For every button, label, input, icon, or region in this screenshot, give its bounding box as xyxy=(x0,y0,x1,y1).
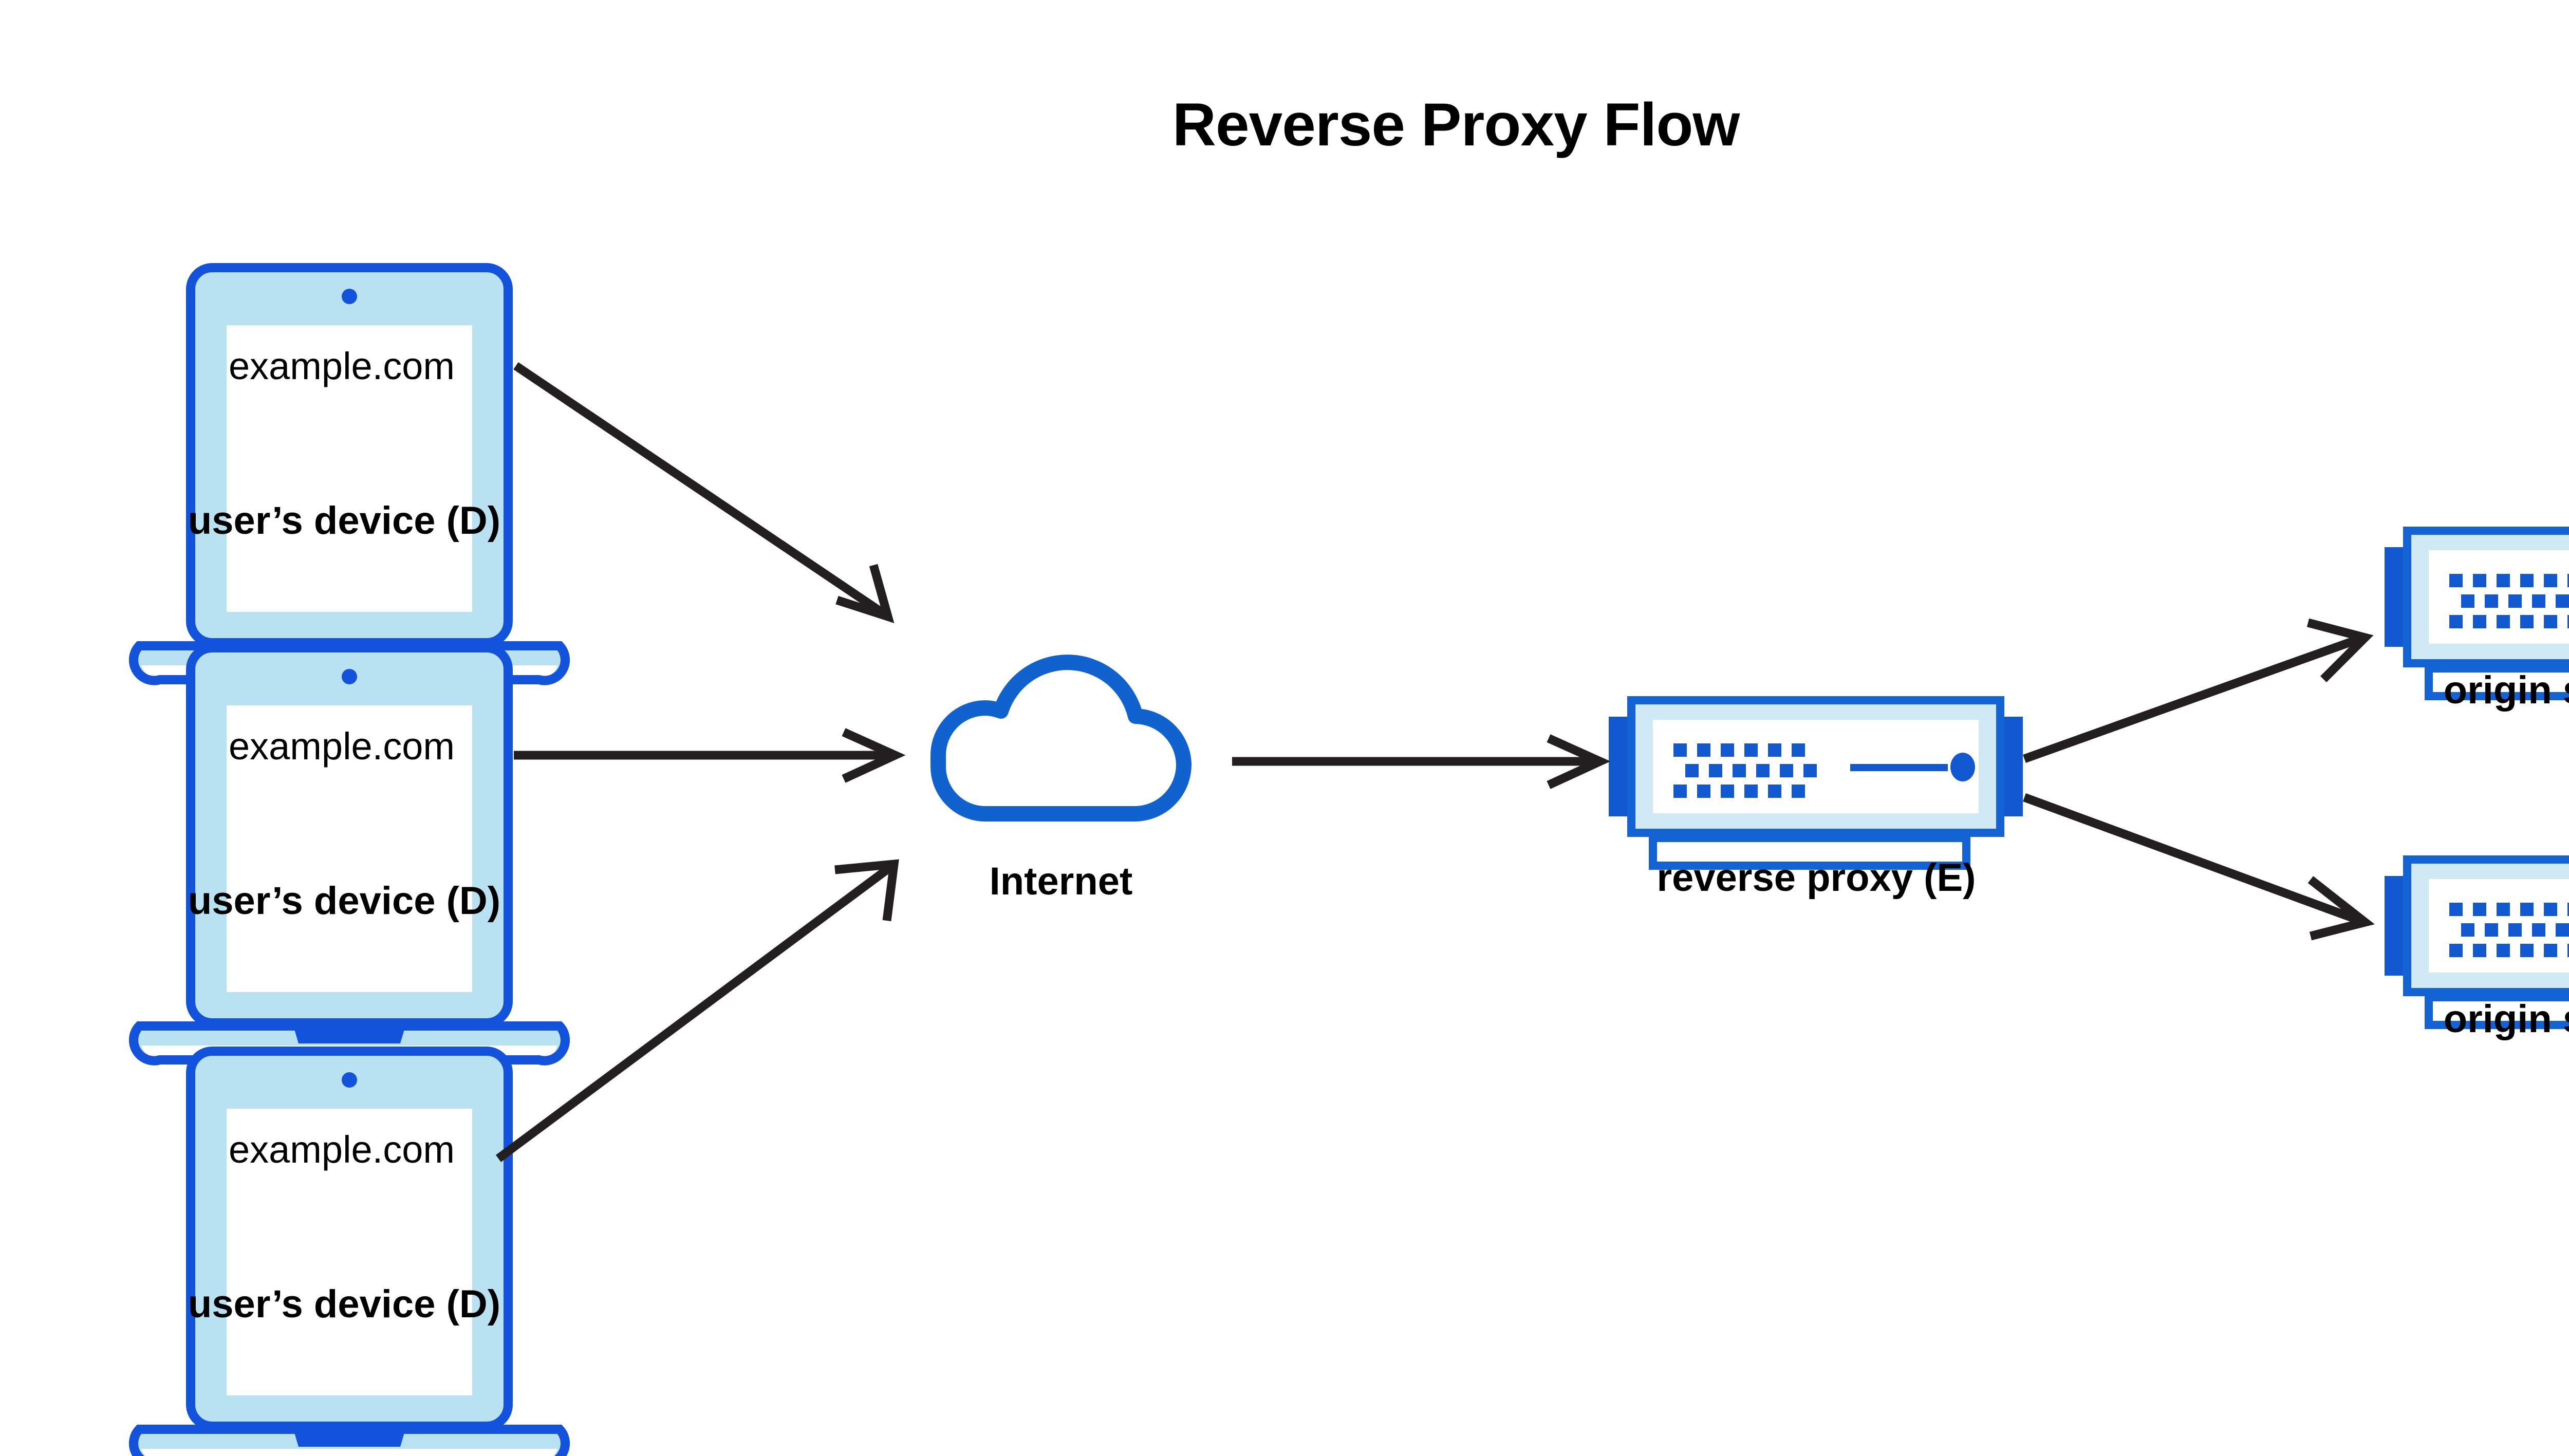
laptop-icon-device-1 xyxy=(134,268,565,681)
arrow-device1-to-internet xyxy=(513,362,895,623)
node-label-proxy: reverse proxy (E) xyxy=(1656,856,1976,900)
laptop-icon-device-2 xyxy=(134,648,565,1061)
arrow-proxy-to-origin2 xyxy=(2023,793,2375,941)
node-label-device-1: user’s device (D) xyxy=(188,499,501,543)
page-title: Reverse Proxy Flow xyxy=(1172,91,1740,159)
arrow-internet-to-proxy xyxy=(1232,734,1611,789)
device-screen-text: example.com xyxy=(228,725,455,768)
laptop-icon-device-3 xyxy=(134,1051,565,1456)
node-label-device-3: user’s device (D) xyxy=(188,1282,501,1326)
node-label-origin-1: origin server (F) xyxy=(2443,668,2569,712)
node-label-internet: Internet xyxy=(989,860,1133,903)
node-label-device-2: user’s device (D) xyxy=(188,879,501,923)
cloud-icon-internet xyxy=(938,662,1184,814)
node-label-origin-2: origin server (F) xyxy=(2443,997,2569,1041)
device-screen-text: example.com xyxy=(228,1128,455,1171)
device-screen-text: example.com xyxy=(228,345,455,387)
arrow-device3-to-internet xyxy=(495,859,899,1162)
server-icon-proxy xyxy=(1609,700,2023,866)
arrow-device2-to-internet xyxy=(514,728,906,783)
arrow-proxy-to-origin1 xyxy=(2023,618,2374,763)
